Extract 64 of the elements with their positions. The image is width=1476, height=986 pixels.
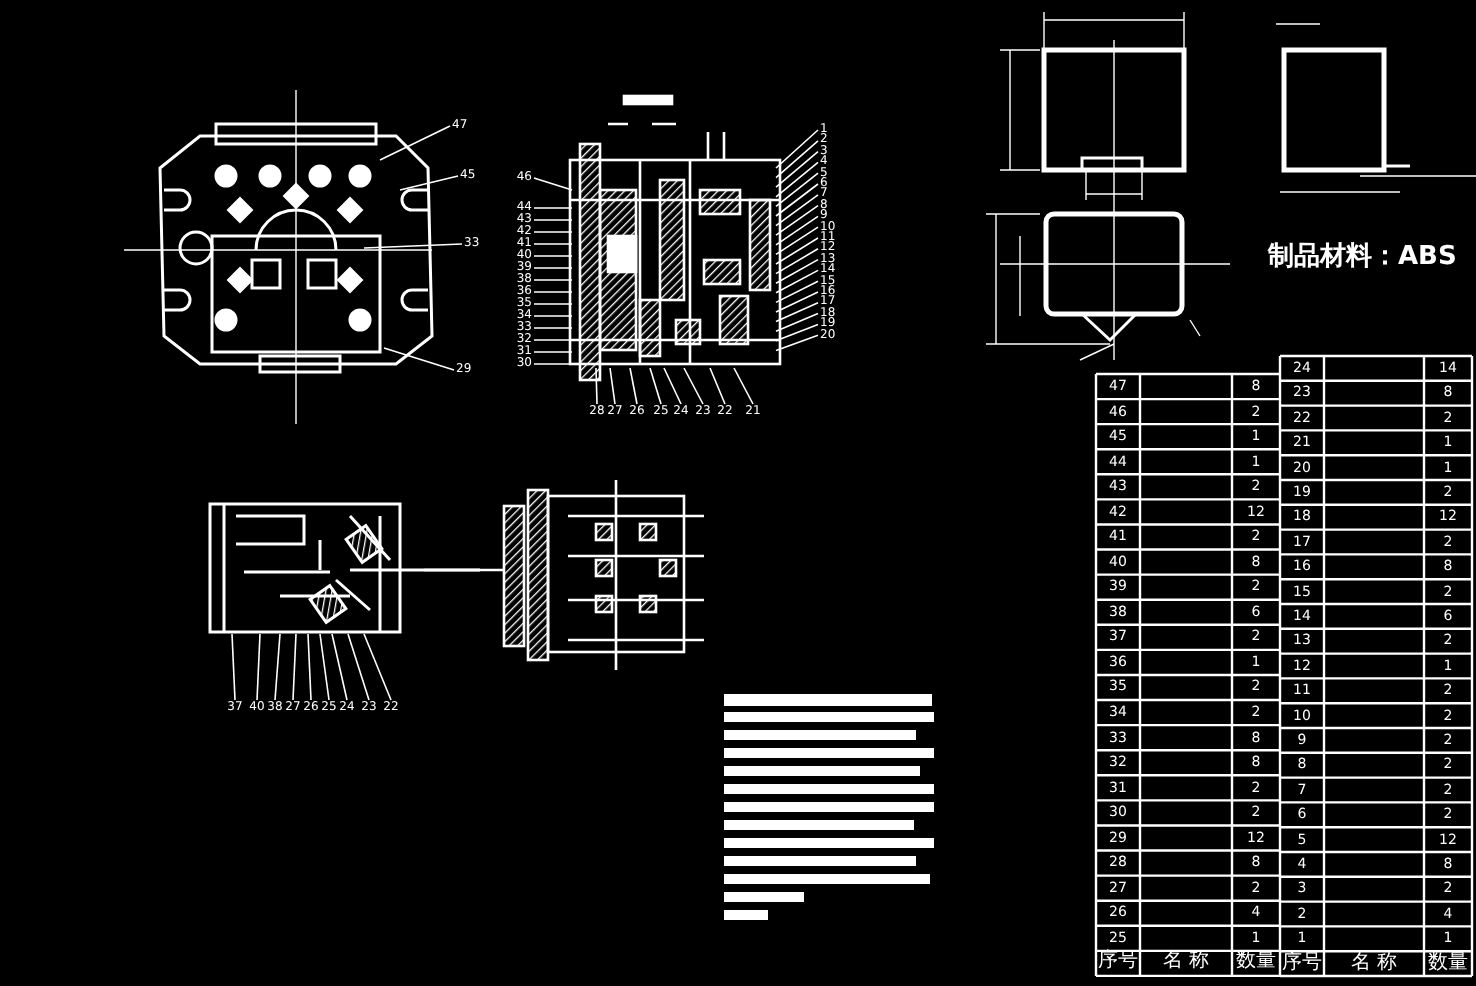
leader-line (533, 351, 573, 353)
leader-line (775, 237, 819, 265)
leader-line (533, 231, 573, 233)
leader-line (533, 339, 573, 341)
leader-line (775, 334, 819, 352)
leader-line (533, 207, 573, 209)
leader-line (399, 175, 459, 191)
leader-line (775, 161, 819, 198)
leader-line (231, 633, 236, 701)
leader-line (775, 280, 819, 304)
leader-line (775, 215, 819, 246)
leader-line (733, 367, 754, 405)
leader-line (379, 125, 451, 161)
leader-line (775, 302, 819, 323)
leader-line (775, 323, 819, 342)
leader-line (533, 243, 573, 245)
leader-line (709, 367, 726, 405)
leader-line (683, 367, 704, 405)
leader-line (533, 177, 573, 191)
material-note: 制品材料：ABS (1268, 244, 1457, 272)
leader-line (533, 291, 573, 293)
leader-line (256, 633, 261, 701)
leader-line (533, 363, 573, 365)
leader-line (775, 129, 819, 169)
leader-line (307, 633, 312, 701)
leader-line (775, 183, 819, 217)
leader-line (363, 633, 392, 701)
leader-line (595, 367, 598, 405)
leader-line (663, 367, 682, 405)
leader-line (383, 347, 455, 371)
column-header: 名 称 (1348, 951, 1400, 976)
leader-line (533, 255, 573, 257)
leader-line (533, 303, 573, 305)
leader-line (775, 226, 819, 256)
mold-plate-drawing (123, 89, 434, 425)
leader-line (775, 248, 819, 275)
leader-line (533, 279, 573, 281)
leader-line (533, 267, 573, 269)
leader-line (533, 315, 573, 317)
leader-line (775, 258, 819, 284)
mold-section-drawing (568, 94, 782, 382)
leader-line (331, 633, 348, 701)
column-header: 名 称 (1160, 950, 1212, 975)
leader-line (629, 367, 638, 405)
leader-line (649, 367, 662, 405)
leader-line (347, 633, 370, 701)
leader-line (363, 243, 463, 249)
mold-side-drawing (208, 502, 482, 634)
leader-line (775, 269, 819, 294)
leader-line (775, 204, 819, 236)
leader-line (533, 219, 573, 221)
leader-line (775, 172, 819, 208)
leader-line (775, 194, 819, 227)
leader-line (319, 633, 330, 701)
leader-line (609, 367, 616, 405)
leader-line (775, 140, 819, 179)
leader-line (292, 633, 297, 701)
column-header: 序号 (1282, 951, 1322, 976)
leader-line (775, 312, 819, 332)
leader-line (775, 291, 819, 313)
leader-line (533, 327, 573, 329)
leader-line (274, 633, 281, 701)
leader-line (775, 150, 819, 188)
column-header: 数量 (1426, 951, 1470, 976)
